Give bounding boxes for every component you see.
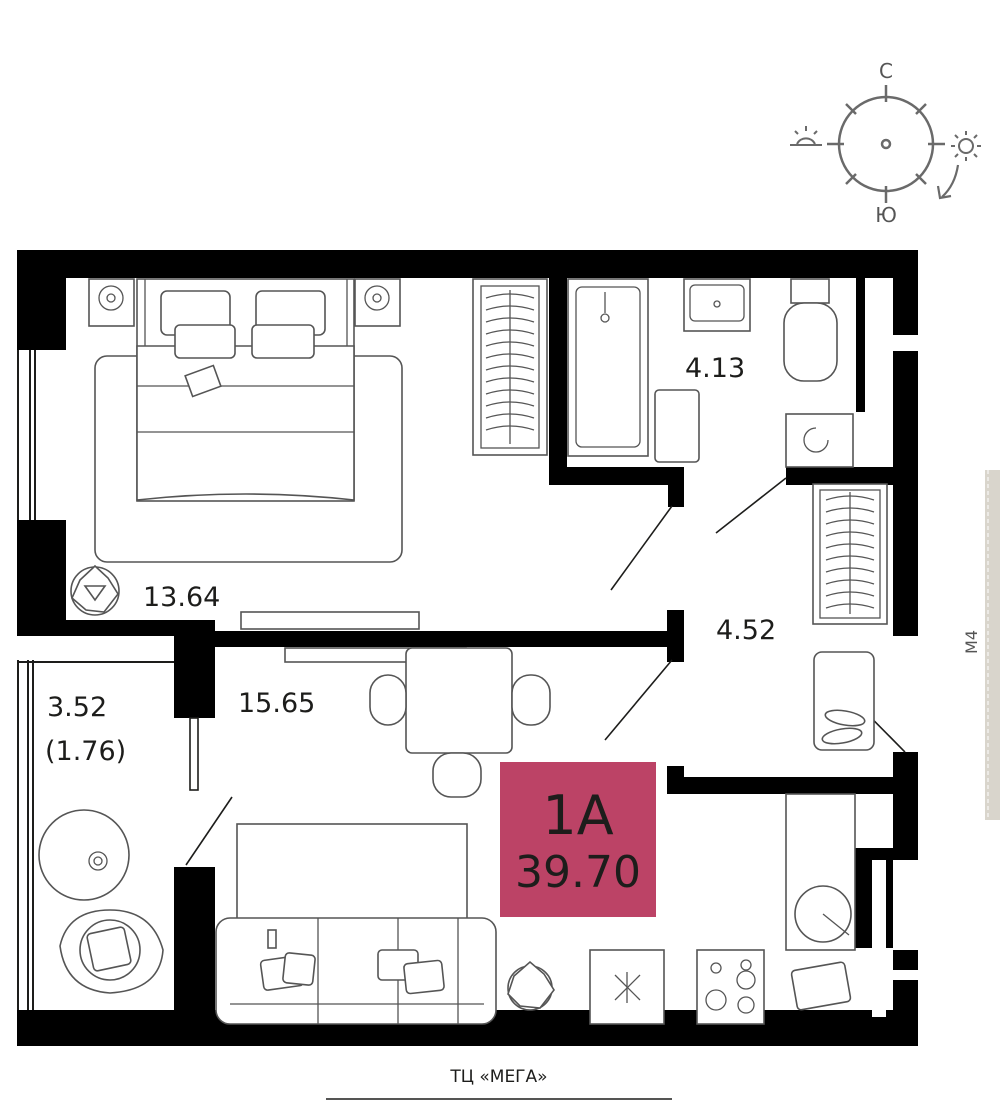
sofa [215,917,497,1025]
apartment-type-label: 1А [542,784,613,847]
dining-table [405,647,513,754]
bathroom-area-label: 4.13 [685,353,745,384]
toilet [790,278,830,304]
hall-area-label: 4.52 [716,615,776,646]
stove [696,949,765,1025]
tv-bedroom [240,611,420,630]
balcony-door-leaf [189,717,199,791]
living-area-label: 15.65 [238,688,315,719]
compass [827,85,945,203]
sun-path-arrow-icon [936,164,960,200]
sunset-icon [790,126,822,146]
chair-bottom [432,752,482,798]
compass-north-label: С [879,59,893,83]
bedroom-area-label: 13.64 [143,582,220,613]
washing-machine [785,413,854,468]
compass-south-label: Ю [875,203,897,227]
plant-bedroom [70,564,120,616]
bathroom-fixtures [567,278,854,468]
chair-left [369,674,407,726]
balcony-glazing [17,350,36,1010]
bedroom-furniture [70,278,548,630]
sun-icon [951,131,981,161]
right-windows [872,282,886,1017]
street-m4-label: М4 [962,630,981,654]
plant-living [507,960,555,1011]
cutting-board [790,961,852,1011]
bath-mat [654,389,700,463]
street-m4-bar [985,470,1000,820]
sink [683,278,751,332]
landmark-label: ТЦ «МЕГА» [449,1067,547,1087]
living-furniture [215,647,856,1025]
bathtub [567,278,649,457]
balcony-reduced-area-label: (1.76) [45,736,126,767]
balcony-table [38,809,130,901]
chair-right [511,674,551,726]
apartment-badge [500,762,656,917]
balcony-area-label: 3.52 [47,692,107,723]
balcony-furniture [38,809,164,994]
total-area-label: 39.70 [515,847,641,898]
hall-furniture [812,483,888,751]
